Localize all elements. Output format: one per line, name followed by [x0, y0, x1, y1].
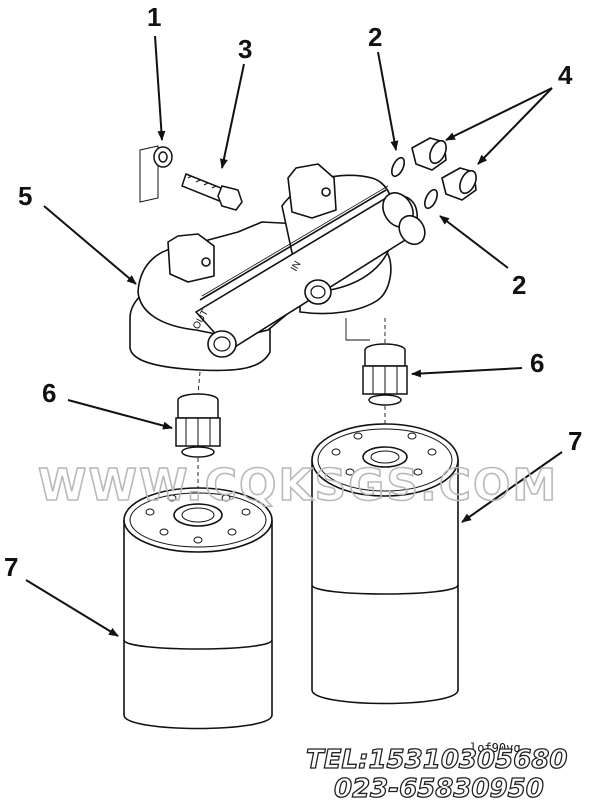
- leader-4a: [445, 87, 553, 141]
- callout-6-right: 6: [530, 348, 544, 378]
- callout-1: 1: [147, 2, 161, 32]
- leader-1: [154, 35, 166, 141]
- leader-2a: [377, 51, 399, 151]
- leader-7b: [461, 451, 563, 523]
- nipple-part-6-left: [175, 393, 221, 458]
- callout-5: 5: [18, 181, 32, 211]
- watermark-text: WWW.CQKSGS.COM: [38, 460, 558, 511]
- contact-phone: 023-65830950: [334, 774, 544, 804]
- filter-head: OUT IN: [129, 163, 426, 372]
- plugs-part-4: [411, 137, 477, 201]
- callout-3: 3: [238, 34, 252, 64]
- nipple-part-6-right: [362, 343, 408, 406]
- callout-7-right: 7: [568, 426, 582, 456]
- callout-7-left: 7: [4, 552, 18, 582]
- callout-4: 4: [558, 60, 573, 90]
- illustration-part-number: lof90vq: [470, 741, 521, 755]
- callout-2-right: 2: [512, 270, 526, 300]
- callout-2-top: 2: [368, 22, 382, 52]
- o-rings-part-2: [391, 156, 438, 210]
- contact-tel: TEL:15310305680: [306, 745, 567, 775]
- callout-6-left: 6: [42, 378, 56, 408]
- svg-text:IN: IN: [289, 259, 304, 273]
- leader-5: [43, 205, 137, 285]
- leader-7a: [25, 579, 119, 637]
- leader-arrows: [25, 35, 563, 637]
- capscrew-part-3: [181, 173, 243, 211]
- filter-part-7-right: [311, 423, 459, 705]
- leader-6a: [67, 399, 173, 430]
- washer-part-1: [139, 145, 173, 203]
- leader-4b: [477, 87, 553, 165]
- leader-6b: [411, 367, 523, 378]
- leader-3: [219, 63, 245, 169]
- callout-labels: 1 3 2 4 2 5 6 6 7 7: [4, 2, 582, 582]
- leader-2b: [439, 215, 509, 269]
- filter-part-7-left: [123, 487, 273, 730]
